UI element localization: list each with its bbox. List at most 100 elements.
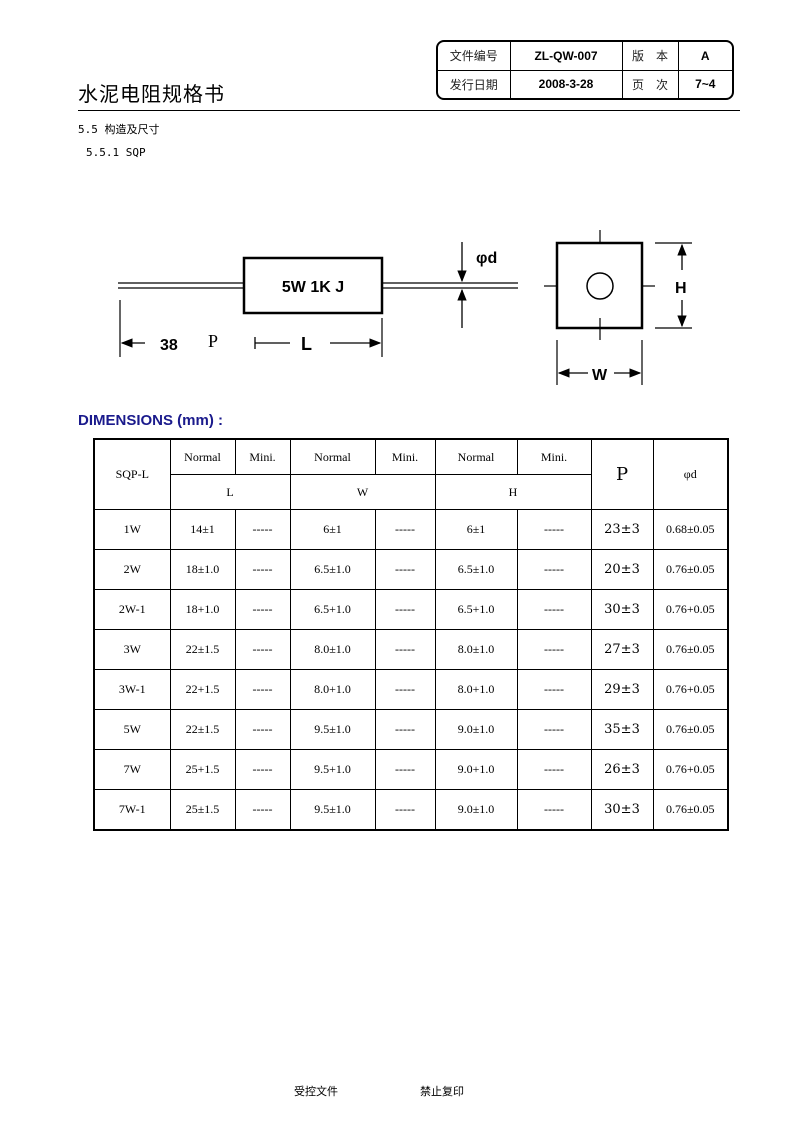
h-normal-value: 9.0±1.0 (434, 709, 518, 750)
h-mini-value: ----- (516, 629, 592, 670)
row-model: 3W (93, 629, 171, 670)
l-mini-value: ----- (234, 629, 291, 670)
l-mini-value: ----- (234, 749, 291, 790)
row-model: 5W (93, 709, 171, 750)
l-normal-header: Normal (169, 438, 236, 475)
l-normal-value: 25±1.5 (169, 789, 236, 831)
date-value: 2008-3-28 (509, 69, 623, 98)
p-value: 30±3 (590, 589, 654, 630)
row-model: 3W-1 (93, 669, 171, 710)
subsection-heading: 5.5.1 SQP (86, 146, 146, 159)
l-mini-value: ----- (234, 549, 291, 590)
dimensions-title: DIMENSIONS (mm) : (78, 412, 224, 429)
h-normal-value: 9.0+1.0 (434, 749, 518, 790)
doc-no-value: ZL-QW-007 (509, 42, 623, 71)
model-header: SQP-L (93, 438, 171, 510)
p-value: 23±3 (590, 509, 654, 550)
diameter-label: φd (476, 250, 497, 267)
l-mini-value: ----- (234, 669, 291, 710)
row-model: 7W-1 (93, 789, 171, 831)
w-normal-value: 9.5±1.0 (289, 789, 376, 831)
page-label: 页 次 (621, 69, 679, 98)
h-normal-value: 9.0±1.0 (434, 789, 518, 831)
l-mini-value: ----- (234, 589, 291, 630)
w-mini-value: ----- (374, 709, 436, 750)
h-mini-value: ----- (516, 709, 592, 750)
w-mini-value: ----- (374, 789, 436, 831)
h-normal-header: Normal (434, 438, 518, 475)
l-normal-value: 18±1.0 (169, 549, 236, 590)
p-value: 30±3 (590, 789, 654, 831)
diameter-value: 0.68±0.05 (652, 509, 729, 550)
l-group-header: L (169, 474, 291, 510)
diameter-value: 0.76+0.05 (652, 669, 729, 710)
h-mini-value: ----- (516, 589, 592, 630)
w-normal-value: 9.5±1.0 (289, 709, 376, 750)
diameter-value: 0.76±0.05 (652, 789, 729, 831)
h-mini-value: ----- (516, 789, 592, 831)
p-header: P (590, 438, 654, 510)
end-view-lead-hole (586, 272, 614, 300)
row-model: 7W (93, 749, 171, 790)
h-mini-value: ----- (516, 669, 592, 710)
h-group-header: H (434, 474, 592, 510)
lead-length-label: 38 (160, 337, 178, 354)
l-normal-value: 25+1.5 (169, 749, 236, 790)
section-heading: 5.5 构造及尺寸 (78, 123, 160, 136)
row-model: 1W (93, 509, 171, 550)
l-mini-value: ----- (234, 509, 291, 550)
diameter-header: φd (652, 438, 729, 510)
date-label: 发行日期 (438, 69, 511, 98)
l-normal-value: 22+1.5 (169, 669, 236, 710)
resistor-body (242, 256, 384, 315)
h-mini-value: ----- (516, 749, 592, 790)
p-value: 29±3 (590, 669, 654, 710)
w-normal-header: Normal (289, 438, 376, 475)
l-label: L (301, 334, 312, 354)
h-normal-value: 6.5±1.0 (434, 549, 518, 590)
h-normal-value: 8.0±1.0 (434, 629, 518, 670)
l-normal-value: 22±1.5 (169, 709, 236, 750)
w-normal-value: 9.5+1.0 (289, 749, 376, 790)
row-model: 2W-1 (93, 589, 171, 630)
diameter-value: 0.76±0.05 (652, 549, 729, 590)
w-mini-value: ----- (374, 629, 436, 670)
w-normal-value: 6.5+1.0 (289, 589, 376, 630)
l-mini-value: ----- (234, 709, 291, 750)
footer-no-copy: 禁止复印 (420, 1085, 464, 1098)
left-lead (118, 282, 244, 289)
w-mini-value: ----- (374, 669, 436, 710)
right-lead (383, 282, 518, 289)
p-value: 20±3 (590, 549, 654, 590)
p-label: P (208, 331, 218, 351)
l-mini-value: ----- (234, 789, 291, 831)
document-title: 水泥电阻规格书 (78, 82, 225, 106)
h-normal-value: 8.0+1.0 (434, 669, 518, 710)
w-normal-value: 6±1 (289, 509, 376, 550)
p-value: 26±3 (590, 749, 654, 790)
diameter-value: 0.76±0.05 (652, 629, 729, 670)
l-mini-header: Mini. (234, 438, 291, 475)
w-mini-value: ----- (374, 589, 436, 630)
w-normal-value: 8.0+1.0 (289, 669, 376, 710)
diameter-value: 0.76+0.05 (652, 749, 729, 790)
p-value: 27±3 (590, 629, 654, 670)
header-divider (78, 110, 740, 111)
w-mini-value: ----- (374, 509, 436, 550)
footer-controlled-doc: 受控文件 (294, 1085, 338, 1098)
w-mini-value: ----- (374, 749, 436, 790)
l-normal-value: 18+1.0 (169, 589, 236, 630)
h-mini-header: Mini. (516, 438, 592, 475)
p-value: 35±3 (590, 709, 654, 750)
diameter-value: 0.76+0.05 (652, 589, 729, 630)
dimensions-table: SQP-L Normal Mini. Normal Mini. Normal M… (93, 438, 729, 831)
w-mini-header: Mini. (374, 438, 436, 475)
row-model: 2W (93, 549, 171, 590)
